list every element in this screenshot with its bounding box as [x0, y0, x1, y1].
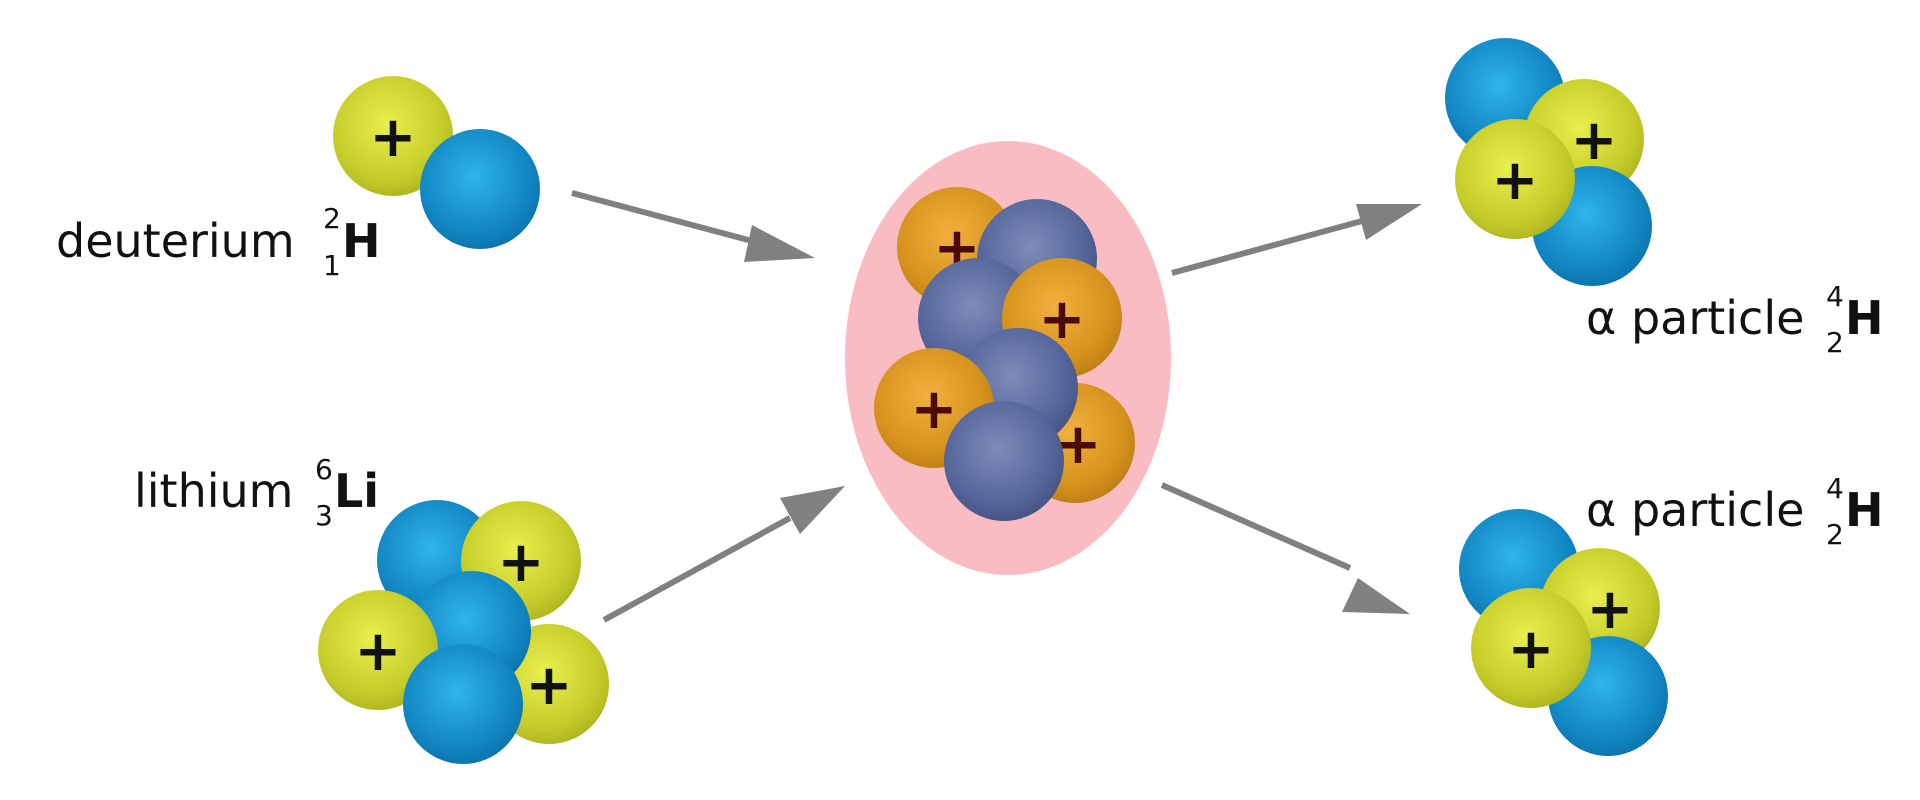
arrowhead-1 [744, 225, 815, 262]
alpha-top-name: α particle [1586, 291, 1804, 345]
arrowhead-2 [780, 486, 845, 534]
lithium-name: lithium [134, 464, 294, 518]
proton [333, 76, 453, 196]
deuterium-atomic-number: 1 [323, 249, 341, 282]
lithium-atomic-number: 3 [315, 499, 333, 532]
proton-charge: + [526, 653, 573, 718]
deuterium-nucleus: + [333, 76, 540, 249]
alpha-top-atomic-number: 2 [1826, 326, 1844, 359]
lithium-symbol: Li [334, 464, 379, 518]
neutron [403, 644, 523, 764]
arrowhead-4 [1342, 578, 1410, 614]
deuterium-symbol: H [342, 214, 381, 268]
lithium-nucleus: + + + [318, 500, 609, 764]
proton-charge: + [1587, 577, 1634, 642]
proton-charge: + [1571, 108, 1618, 173]
proton-charge: + [355, 619, 402, 684]
alpha-top-symbol: H [1845, 291, 1884, 345]
lithium-mass-number: 6 [315, 453, 333, 486]
proton-charge: + [911, 377, 958, 442]
compound-nucleus: + + + + [845, 141, 1171, 575]
proton [318, 590, 438, 710]
lithium-label: lithium 6 3 Li [134, 453, 379, 532]
proton-charge: + [1492, 148, 1539, 213]
arrow-lithium-to-compound [602, 515, 792, 623]
alpha-bottom-symbol: H [1845, 483, 1884, 537]
deuterium-name: deuterium [56, 214, 295, 268]
arrow-compound-to-alpha-top [1171, 218, 1363, 276]
alpha-particle-top-label: α particle 4 2 H [1586, 280, 1884, 359]
alpha-top-mass-number: 4 [1826, 280, 1844, 313]
alpha-bottom-atomic-number: 2 [1826, 518, 1844, 551]
proton-charge: + [1508, 617, 1555, 682]
arrow-compound-to-alpha-bottom [1160, 482, 1352, 571]
deuterium-label: deuterium 2 1 H [56, 202, 381, 282]
alpha-particle-top: + + [1445, 38, 1652, 286]
alpha-bottom-name: α particle [1586, 483, 1804, 537]
proton-charge: + [370, 105, 417, 170]
neutron [420, 129, 540, 249]
arrow-deuterium-to-compound [571, 190, 753, 244]
proton [1455, 119, 1575, 239]
proton [1471, 588, 1591, 708]
reaction-arrows [571, 190, 1422, 623]
alpha-particle-bottom: + + [1459, 509, 1668, 756]
deuterium-mass-number: 2 [323, 202, 341, 235]
arrowhead-3 [1356, 204, 1422, 240]
alpha-bottom-mass-number: 4 [1826, 472, 1844, 505]
alpha-particle-bottom-label: α particle 4 2 H [1586, 472, 1884, 551]
compound-neutron [944, 401, 1064, 521]
